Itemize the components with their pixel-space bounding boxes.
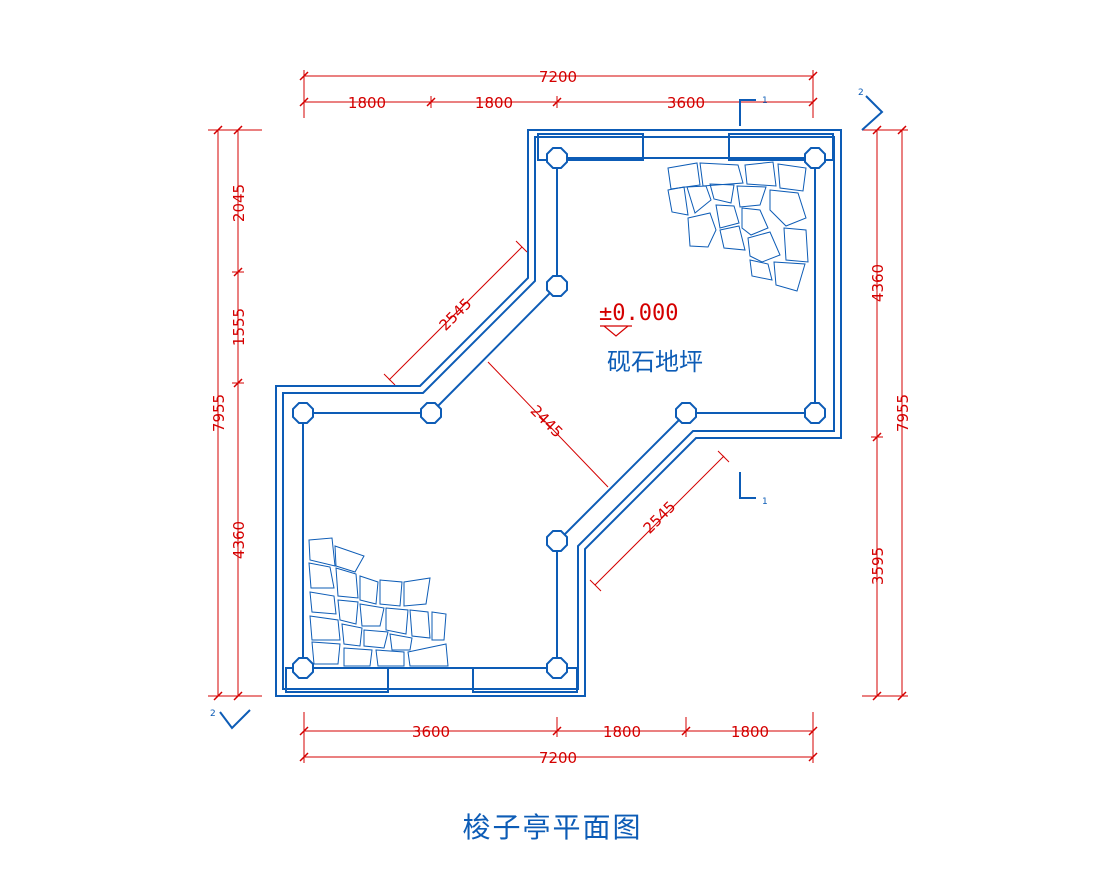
section-markers: 1 1 2 2 bbox=[210, 88, 884, 730]
level-mark: ±0.000 bbox=[599, 301, 678, 337]
level-mark-text: ±0.000 bbox=[599, 301, 678, 326]
dim-left-seg-2: 1555 bbox=[230, 308, 248, 346]
stone-paving-upper bbox=[667, 161, 809, 292]
section-1-label-top: 1 bbox=[762, 96, 768, 106]
dim-right-seg-1: 4360 bbox=[869, 264, 887, 302]
section-2-label-top: 2 bbox=[858, 88, 864, 98]
dimension-lines bbox=[208, 70, 908, 763]
dim-diagonal-upper: 2545 bbox=[436, 295, 476, 335]
column bbox=[292, 402, 314, 424]
stone-paving-lower bbox=[308, 537, 449, 667]
dim-diagonal-width: 2445 bbox=[527, 402, 567, 442]
column bbox=[675, 402, 697, 424]
dim-left-seg-1: 2045 bbox=[230, 184, 248, 222]
dim-right-total: 7955 bbox=[894, 394, 912, 432]
drawing-title: 梭子亭平面图 bbox=[462, 811, 643, 844]
dim-bottom-seg-3: 1800 bbox=[731, 723, 769, 741]
dim-top-total: 7200 bbox=[539, 68, 577, 86]
column bbox=[546, 275, 568, 297]
dim-top-seg-1: 1800 bbox=[348, 94, 386, 112]
column bbox=[420, 402, 442, 424]
section-2-label-bottom: 2 bbox=[210, 709, 216, 719]
dim-bottom-seg-2: 1800 bbox=[603, 723, 641, 741]
column bbox=[804, 402, 826, 424]
dim-left-seg-3: 4360 bbox=[230, 521, 248, 559]
column bbox=[292, 657, 314, 679]
columns bbox=[292, 147, 826, 679]
dim-top-seg-3: 3600 bbox=[667, 94, 705, 112]
dim-bottom-seg-1: 3600 bbox=[412, 723, 450, 741]
dim-left-total: 7955 bbox=[210, 394, 228, 432]
dimension-ticks bbox=[213, 71, 907, 762]
pavilion-outline bbox=[275, 129, 842, 697]
column bbox=[546, 147, 568, 169]
section-1-label-bottom: 1 bbox=[762, 497, 768, 507]
column bbox=[546, 530, 568, 552]
dim-bottom-total: 7200 bbox=[539, 749, 577, 767]
dim-right-seg-2: 3595 bbox=[869, 547, 887, 585]
column bbox=[546, 657, 568, 679]
floor-label: 砚石地坪 bbox=[607, 348, 703, 376]
column bbox=[804, 147, 826, 169]
dim-diagonal-lower: 2545 bbox=[640, 498, 680, 538]
dim-top-seg-2: 1800 bbox=[475, 94, 513, 112]
